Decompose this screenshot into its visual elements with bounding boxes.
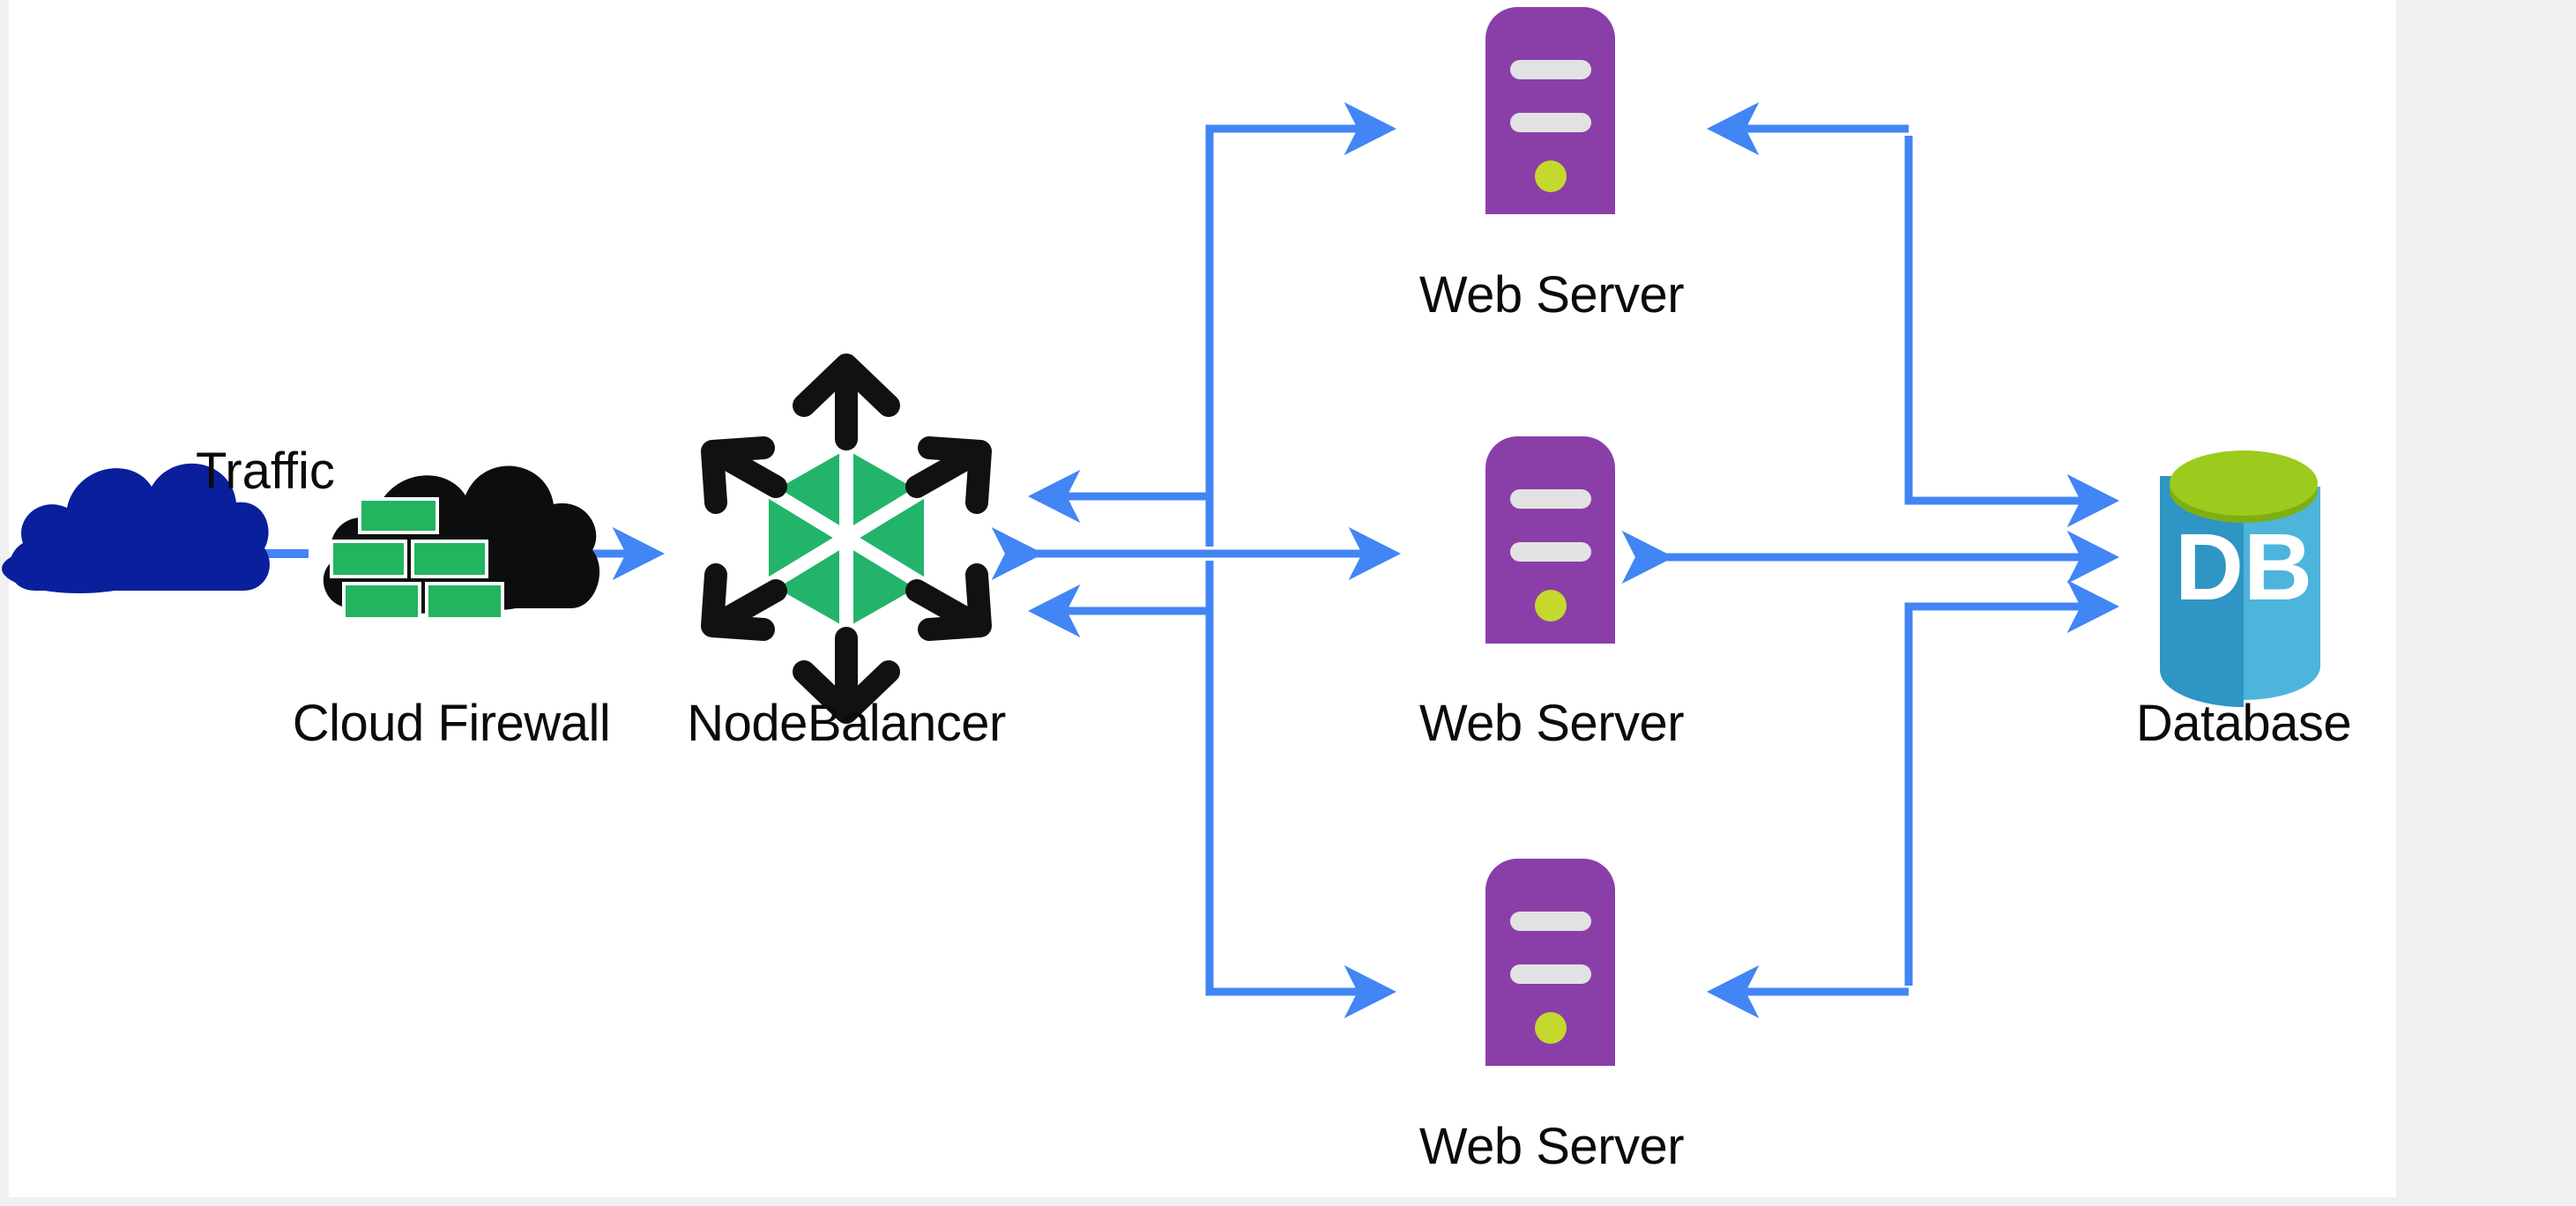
node-label-web-server-bottom: Web Server (1418, 1118, 1685, 1175)
server-tower-icon[interactable] (1485, 436, 1615, 644)
edge-web-bottom-to-db[interactable] (1904, 579, 2120, 986)
server-tower-icon[interactable] (1485, 859, 1615, 1066)
nodebalancer-arrows-icon (701, 354, 992, 724)
web-server-bottom-hit[interactable] (1485, 859, 1618, 1068)
node-label-nodebalancer: NodeBalancer (687, 695, 1006, 752)
database-cylinder-icon[interactable]: DB (2160, 439, 2327, 723)
cloud-firewall-hit[interactable] (317, 450, 608, 626)
nodebalancer-hexagon-icon[interactable] (701, 354, 992, 724)
nodebalancer-hit[interactable] (705, 361, 987, 723)
server-led-icon (1535, 160, 1567, 192)
edge-label-traffic: Traffic (196, 443, 335, 500)
server-bar (1510, 60, 1591, 79)
firewall-bricks-icon (330, 497, 504, 621)
node-label-web-server-top: Web Server (1418, 266, 1685, 324)
edge-nb-to-web-bottom-out[interactable] (1205, 561, 1397, 1019)
web-server-top-hit[interactable] (1485, 7, 1618, 217)
server-led-icon (1535, 590, 1567, 622)
node-label-cloud-firewall: Cloud Firewall (292, 695, 611, 752)
server-bar (1510, 912, 1591, 931)
server-led-icon (1535, 1012, 1567, 1044)
web-server-middle-hit[interactable] (1485, 436, 1618, 646)
firewall-cloud-icon[interactable] (323, 465, 600, 621)
edge-web-top-to-db[interactable] (1904, 136, 2120, 528)
nodebalancer-hexagon-body (761, 441, 932, 636)
server-bar (1510, 964, 1591, 984)
edge-nb-to-web-top-out[interactable] (1205, 101, 1397, 547)
server-bar (1510, 113, 1591, 132)
cloud-icon[interactable] (2, 463, 270, 593)
server-bar (1510, 542, 1591, 562)
node-label-web-server-middle: Web Server (1418, 695, 1685, 752)
traffic-cloud-hit[interactable] (9, 450, 264, 608)
server-tower-icon[interactable] (1485, 7, 1615, 214)
connections-layer (240, 101, 2120, 1019)
node-label-database: Database (2135, 695, 2352, 752)
database-hit[interactable] (2160, 439, 2332, 708)
server-bar (1510, 489, 1591, 509)
database-badge-text: DB (2175, 513, 2312, 620)
